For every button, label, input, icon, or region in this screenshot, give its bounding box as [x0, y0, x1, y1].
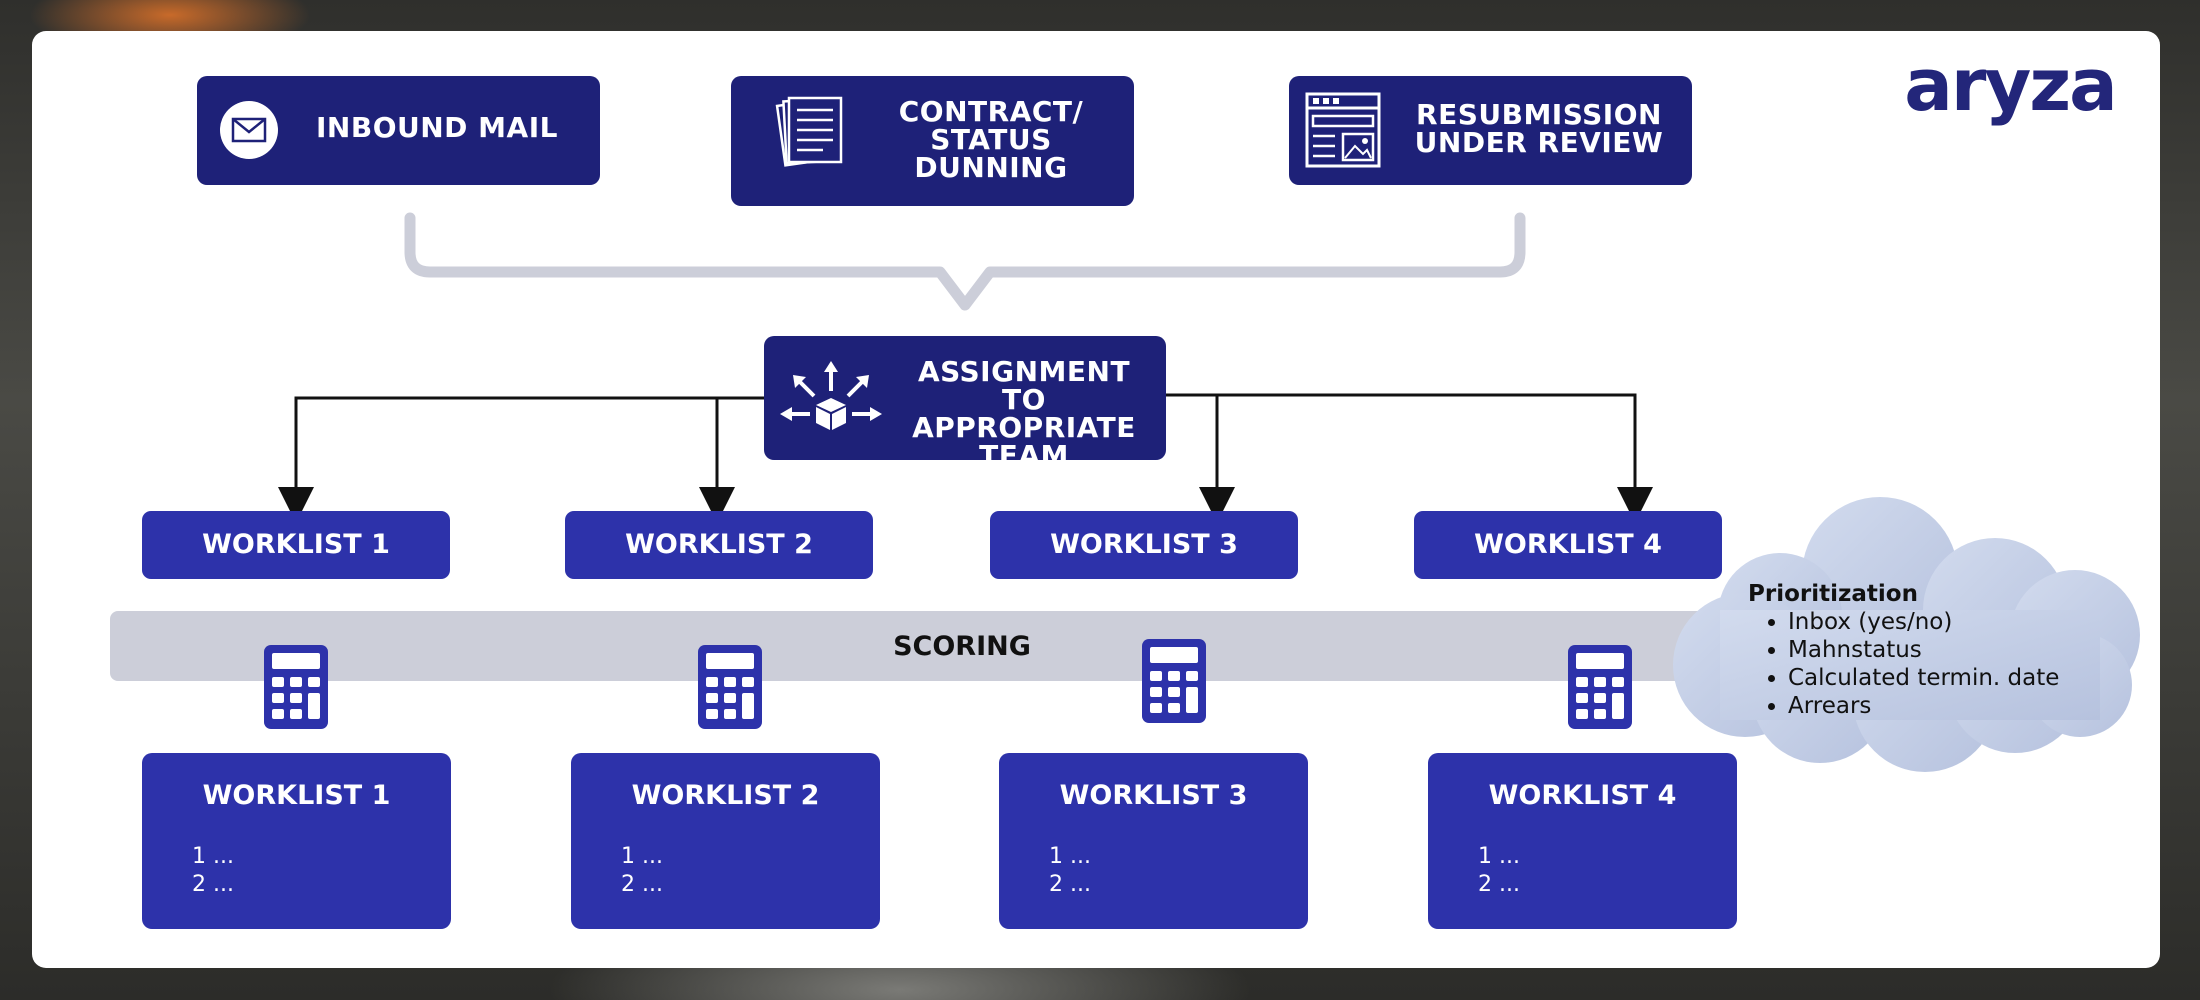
envelope-icon [220, 101, 278, 159]
worklist-item: 2 ... [621, 872, 663, 897]
assignment-box: ASSIGNMENT TO APPROPRIATE TEAM [764, 336, 1166, 470]
distribute-arrows-icon [780, 361, 882, 430]
prioritization-item: Arrears [1788, 692, 2059, 720]
worklist-top-label: WORKLIST 3 [1050, 529, 1238, 560]
worklist-item: 2 ... [1049, 872, 1091, 897]
worklist-top-label: WORKLIST 1 [202, 529, 390, 560]
source-resubmission-under-review: RESUBMISSION UNDER REVIEW [1289, 76, 1692, 185]
source-brace [404, 212, 1526, 311]
connector-worklist-4 [1217, 393, 1653, 523]
source-label: CONTRACT/ STATUS DUNNING [898, 95, 1084, 184]
documents-icon [775, 96, 843, 167]
prioritization-item: Mahnstatus [1788, 636, 2059, 664]
prioritization-list: Inbox (yes/no) Mahnstatus Calculated ter… [1748, 608, 2059, 720]
worklist-top-1: WORKLIST 1 [142, 511, 450, 579]
worklist-item: 2 ... [192, 872, 234, 897]
scoring-label: SCORING [893, 631, 1031, 662]
worklist-bottom-title: WORKLIST 1 [202, 780, 391, 811]
source-inbound-mail: INBOUND MAIL [197, 76, 600, 185]
worklist-top-4: WORKLIST 4 [1414, 511, 1722, 579]
prioritization-item: Inbox (yes/no) [1788, 608, 2059, 636]
browser-window-icon [1305, 92, 1381, 168]
worklist-bottom-3: WORKLIST 3 1 ... 2 ... [999, 753, 1308, 929]
worklist-item: 1 ... [1049, 844, 1091, 869]
worklist-top-label: WORKLIST 2 [625, 529, 813, 560]
worklist-item: 1 ... [192, 844, 234, 869]
worklist-top-label: WORKLIST 4 [1474, 529, 1662, 560]
prioritization-title: Prioritization [1748, 581, 1918, 607]
source-label: RESUBMISSION UNDER REVIEW [1414, 98, 1664, 159]
worklist-top-3: WORKLIST 3 [990, 511, 1298, 579]
prioritization-text: Prioritization Inbox (yes/no) Mahnstatus… [1748, 580, 2059, 720]
scoring-band [110, 611, 1770, 681]
prioritization-cloud [1673, 497, 2140, 772]
worklist-item: 2 ... [1478, 872, 1520, 897]
worklist-bottom-title: WORKLIST 3 [1059, 780, 1248, 811]
worklist-bottom-1: WORKLIST 1 1 ... 2 ... [142, 753, 451, 929]
calculator-icon [1568, 645, 1632, 729]
worklist-bottom-2: WORKLIST 2 1 ... 2 ... [571, 753, 880, 929]
calculator-icon [1142, 639, 1206, 723]
worklist-bottom-title: WORKLIST 4 [1488, 780, 1677, 811]
prioritization-item: Calculated termin. date [1788, 664, 2059, 692]
worklist-bottom-title: WORKLIST 2 [631, 780, 820, 811]
aryza-logo: aryza [1904, 43, 2118, 127]
worklist-item: 1 ... [621, 844, 663, 869]
worklist-bottom-4: WORKLIST 4 1 ... 2 ... [1428, 753, 1737, 929]
calculator-icon [698, 645, 762, 729]
assignment-label: ASSIGNMENT TO APPROPRIATE TEAM [912, 355, 1136, 472]
worklist-top-2: WORKLIST 2 [565, 511, 873, 579]
worklist-item: 1 ... [1478, 844, 1520, 869]
source-label: INBOUND MAIL [316, 111, 558, 144]
connector-worklist-1 [278, 396, 764, 523]
connector-worklist-3 [1166, 393, 1235, 523]
calculator-icon [264, 645, 328, 729]
source-contract-status-dunning: CONTRACT/ STATUS DUNNING [731, 76, 1134, 206]
